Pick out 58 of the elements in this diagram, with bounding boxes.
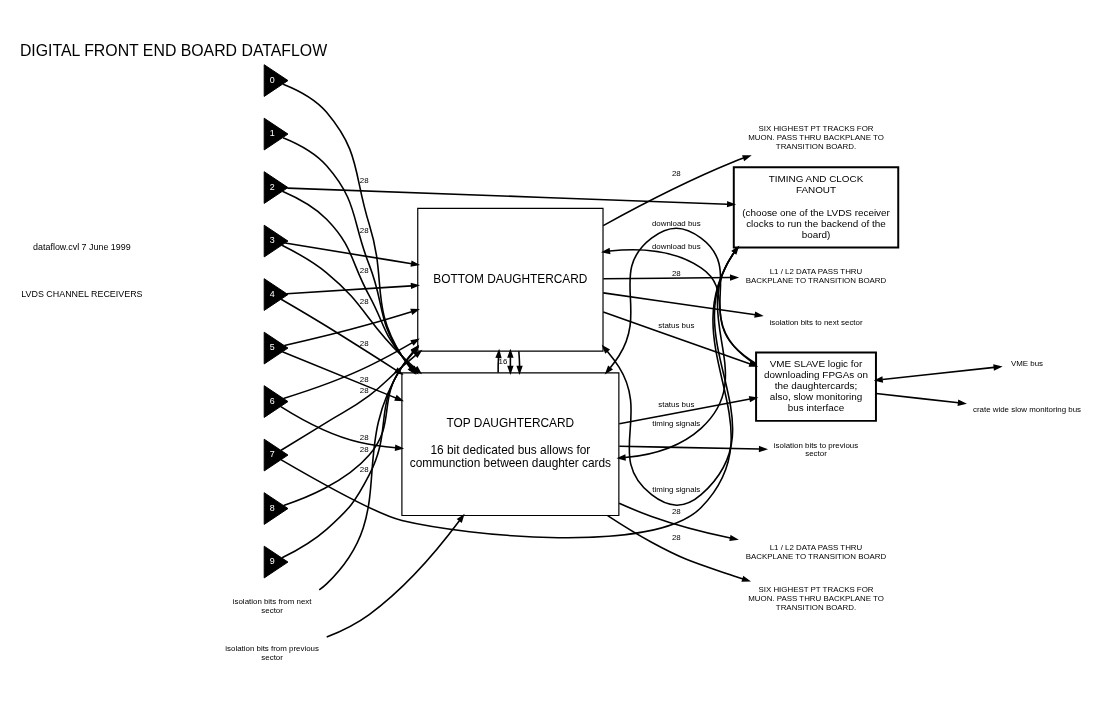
node-text: VME bus [1011, 358, 1044, 368]
arrow [280, 349, 423, 451]
node-box: VME SLAVE logic for downloading FPGAs on the daughtercards; also, slow monitoring bus interface [755, 351, 877, 422]
arrow [286, 282, 420, 294]
node-text: SIX HIGHEST PT TRACKS FOR MUON. PASS THRU BACKPLANE TO TRANSITION BOARD. [748, 584, 884, 612]
edge-label: download bus [651, 241, 701, 251]
arrow [873, 363, 1003, 383]
arrow [602, 273, 740, 281]
edge-label: 28 [671, 532, 681, 542]
edge-label: 28 [671, 506, 681, 516]
arrow [604, 226, 757, 375]
edge-label: 28 [359, 464, 369, 474]
label: dataflow.cvl 7 June 1999 [33, 241, 131, 252]
edge-label: status bus [658, 399, 695, 409]
edge-label: timing signals [652, 418, 701, 428]
arrow [618, 444, 769, 452]
arrow [602, 291, 764, 318]
edge-label: 28 [671, 268, 681, 278]
edge-label: timing signals [652, 484, 701, 494]
arrow [602, 310, 759, 367]
node-text: crate wide slow monitoring bus [972, 404, 1082, 414]
edge-label: status bus [658, 320, 695, 330]
arrow [286, 186, 737, 207]
node-text: SIX HIGHEST PT TRACKS FOR MUON. PASS THRU BACKPLANE TO TRANSITION BOARD. [748, 123, 884, 151]
arrow [325, 513, 465, 638]
node-box: TOP DAUGHTERCARD 16 bit dedicated bus allows for communction between daughter cards [401, 371, 620, 516]
arrow [495, 348, 502, 373]
node-text: isolation bits to next sector [769, 317, 863, 327]
edge-label: 28 [359, 432, 369, 442]
edge-label: 16 [498, 356, 508, 366]
arrow [279, 405, 405, 451]
arrow [618, 502, 739, 541]
edge-label: download bus [651, 218, 701, 228]
node-text: isolation bits from previous sector [225, 643, 319, 662]
arrow [283, 308, 420, 346]
arrow [284, 241, 421, 267]
node-box: BOTTOM DAUGHTERCARD [417, 207, 604, 352]
node-text: L1 / L2 DATA PASS THRU BACKPLANE TO TRANSITION BOARD [745, 266, 887, 285]
edge-label: 28 [359, 175, 369, 185]
edge-label: 28 [359, 385, 369, 395]
label: LVDS CHANNEL RECEIVERS [21, 288, 143, 299]
node-text: isolation bits from next sector [232, 596, 312, 615]
edge-label: 28 [359, 444, 369, 454]
node-text: isolation bits to previous sector [773, 440, 859, 458]
edge-label: 28 [359, 225, 369, 235]
arrow [875, 392, 967, 406]
edge-label: 28 [671, 168, 681, 178]
edge-label: 28 [359, 296, 369, 306]
diagram-title: DIGITAL FRONT END BOARD DATAFLOW [19, 41, 328, 59]
arrow [602, 154, 752, 226]
edge-label: 28 [359, 338, 369, 348]
edge-label: 28 [359, 374, 369, 384]
arrow [516, 349, 523, 375]
node-box: TIMING AND CLOCK FANOUT (choose one of the LVDS receiver clocks to run the backend of the board) [732, 165, 900, 248]
node-text: L1 / L2 DATA PASS THRU BACKPLANE TO TRANSITION BOARD [745, 542, 887, 560]
arrow [618, 395, 759, 425]
edge-label: 28 [359, 265, 369, 275]
arrow [606, 514, 752, 582]
